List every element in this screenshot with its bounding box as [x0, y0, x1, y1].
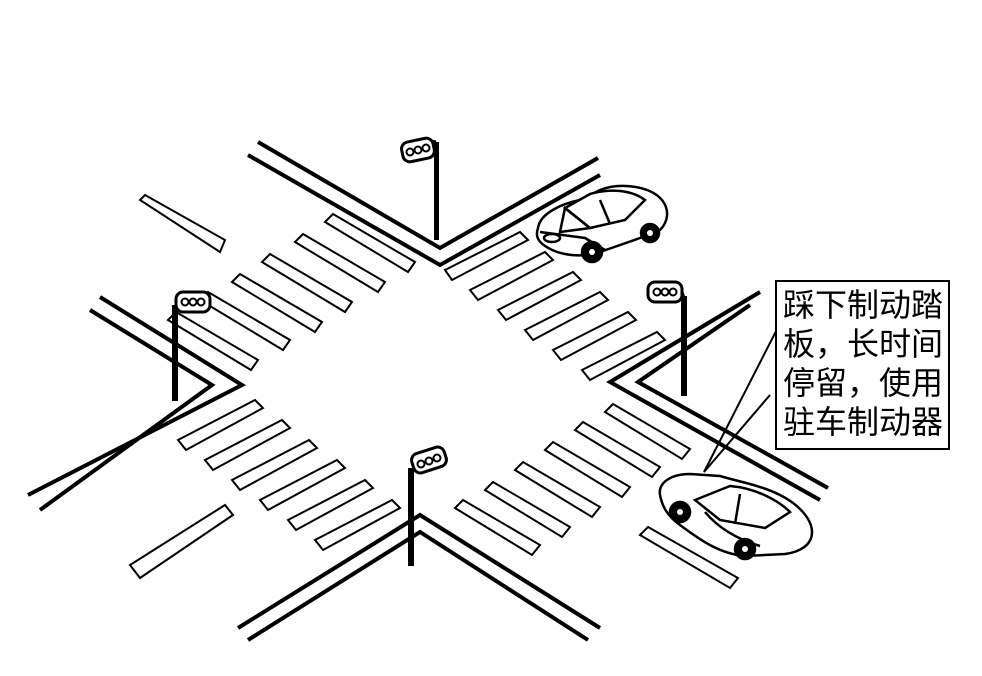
crosswalk-stripe [638, 525, 740, 590]
callout-line: 驻车制动器 [783, 403, 944, 441]
road-edge-bottom-outer [236, 512, 602, 630]
traffic-light-pole [408, 468, 414, 566]
road-edge-bottom-inner [246, 529, 590, 642]
car-roof [692, 484, 792, 530]
callout-pointer-line [703, 394, 771, 473]
crosswalk-north-east [443, 230, 667, 382]
traffic-light-lamp [405, 147, 415, 157]
crosswalk-stripe [230, 272, 324, 334]
crosswalk-stripe [176, 398, 265, 452]
crosswalk-stripe [453, 498, 542, 557]
traffic-light-pole [434, 142, 439, 240]
traffic-light-east [646, 280, 687, 396]
road-edge-left-outer [38, 308, 216, 512]
traffic-light-lamp [413, 145, 423, 155]
car-window-line [733, 493, 742, 525]
road-edges [27, 140, 829, 642]
traffic-light-housing [400, 136, 436, 164]
crosswalk-stripe [258, 458, 347, 512]
crosswalk-stripe [523, 290, 610, 342]
traffic-light-lamp [668, 287, 678, 297]
traffic-light-pole [681, 296, 687, 396]
crosswalk-stripe [313, 498, 402, 552]
crosswalk-north-west [138, 193, 417, 372]
crosswalk-stripe [603, 402, 692, 461]
crosswalk-stripe [230, 438, 319, 492]
traffic-light-west [172, 290, 212, 401]
traffic-light-housing [410, 445, 448, 475]
crosswalk-stripe [496, 270, 583, 322]
car-headlight [542, 232, 562, 244]
crosswalk-stripe [293, 232, 387, 294]
crosswalk-stripe [468, 250, 555, 302]
crosswalk-stripe [443, 230, 530, 282]
car-window-line [598, 199, 612, 225]
traffic-light-lamp [416, 459, 426, 469]
crosswalk-stripe [580, 330, 667, 382]
traffic-light-pole [172, 305, 178, 401]
crosswalk-south-west [128, 398, 402, 580]
crosswalk-stripe [128, 503, 235, 580]
traffic-light-arm [680, 291, 686, 299]
traffic-light-north [400, 136, 439, 240]
car-windshield [558, 205, 594, 234]
callout-box: 踩下制动踏 板，长时间 停留，使用 驻车制动器 [775, 280, 950, 450]
callout-line: 停留，使用 [783, 364, 944, 402]
crosswalk-south-east [453, 402, 740, 590]
crosswalk-stripe [286, 478, 375, 532]
traffic-light-housing [174, 290, 212, 314]
road-edge-left-inner [27, 295, 247, 497]
car-wheel [647, 230, 653, 236]
traffic-light-south [408, 445, 448, 566]
car-wheel [677, 509, 683, 515]
road-edge-top-inner [256, 140, 599, 251]
crosswalk-stripe [260, 252, 354, 314]
callout-line: 板，长时间 [783, 325, 944, 363]
traffic-light-lamp [421, 143, 431, 153]
road-edge-right-inner [634, 303, 829, 490]
traffic-light-lamp [196, 297, 206, 307]
crosswalk-stripe [323, 212, 417, 274]
road-edge-right-outer [606, 290, 821, 502]
callout-line: 踩下制动踏 [783, 286, 944, 324]
crosswalk-stripe [138, 193, 227, 254]
crosswalk-stripe [573, 420, 662, 479]
traffic-light-lamp [432, 453, 442, 463]
crosswalk-stripe [551, 310, 638, 362]
car-wheel [589, 249, 595, 255]
crosswalk-stripe [543, 440, 632, 499]
car-north-east [535, 184, 669, 264]
car-south-east [658, 472, 814, 561]
crosswalk-stripe [483, 480, 572, 539]
road-edge-top-outer [247, 153, 601, 268]
crosswalk-stripe [203, 418, 292, 472]
traffic-light-lamp [424, 456, 434, 466]
car-wheel [742, 546, 748, 552]
crosswalk-stripe [513, 460, 602, 519]
